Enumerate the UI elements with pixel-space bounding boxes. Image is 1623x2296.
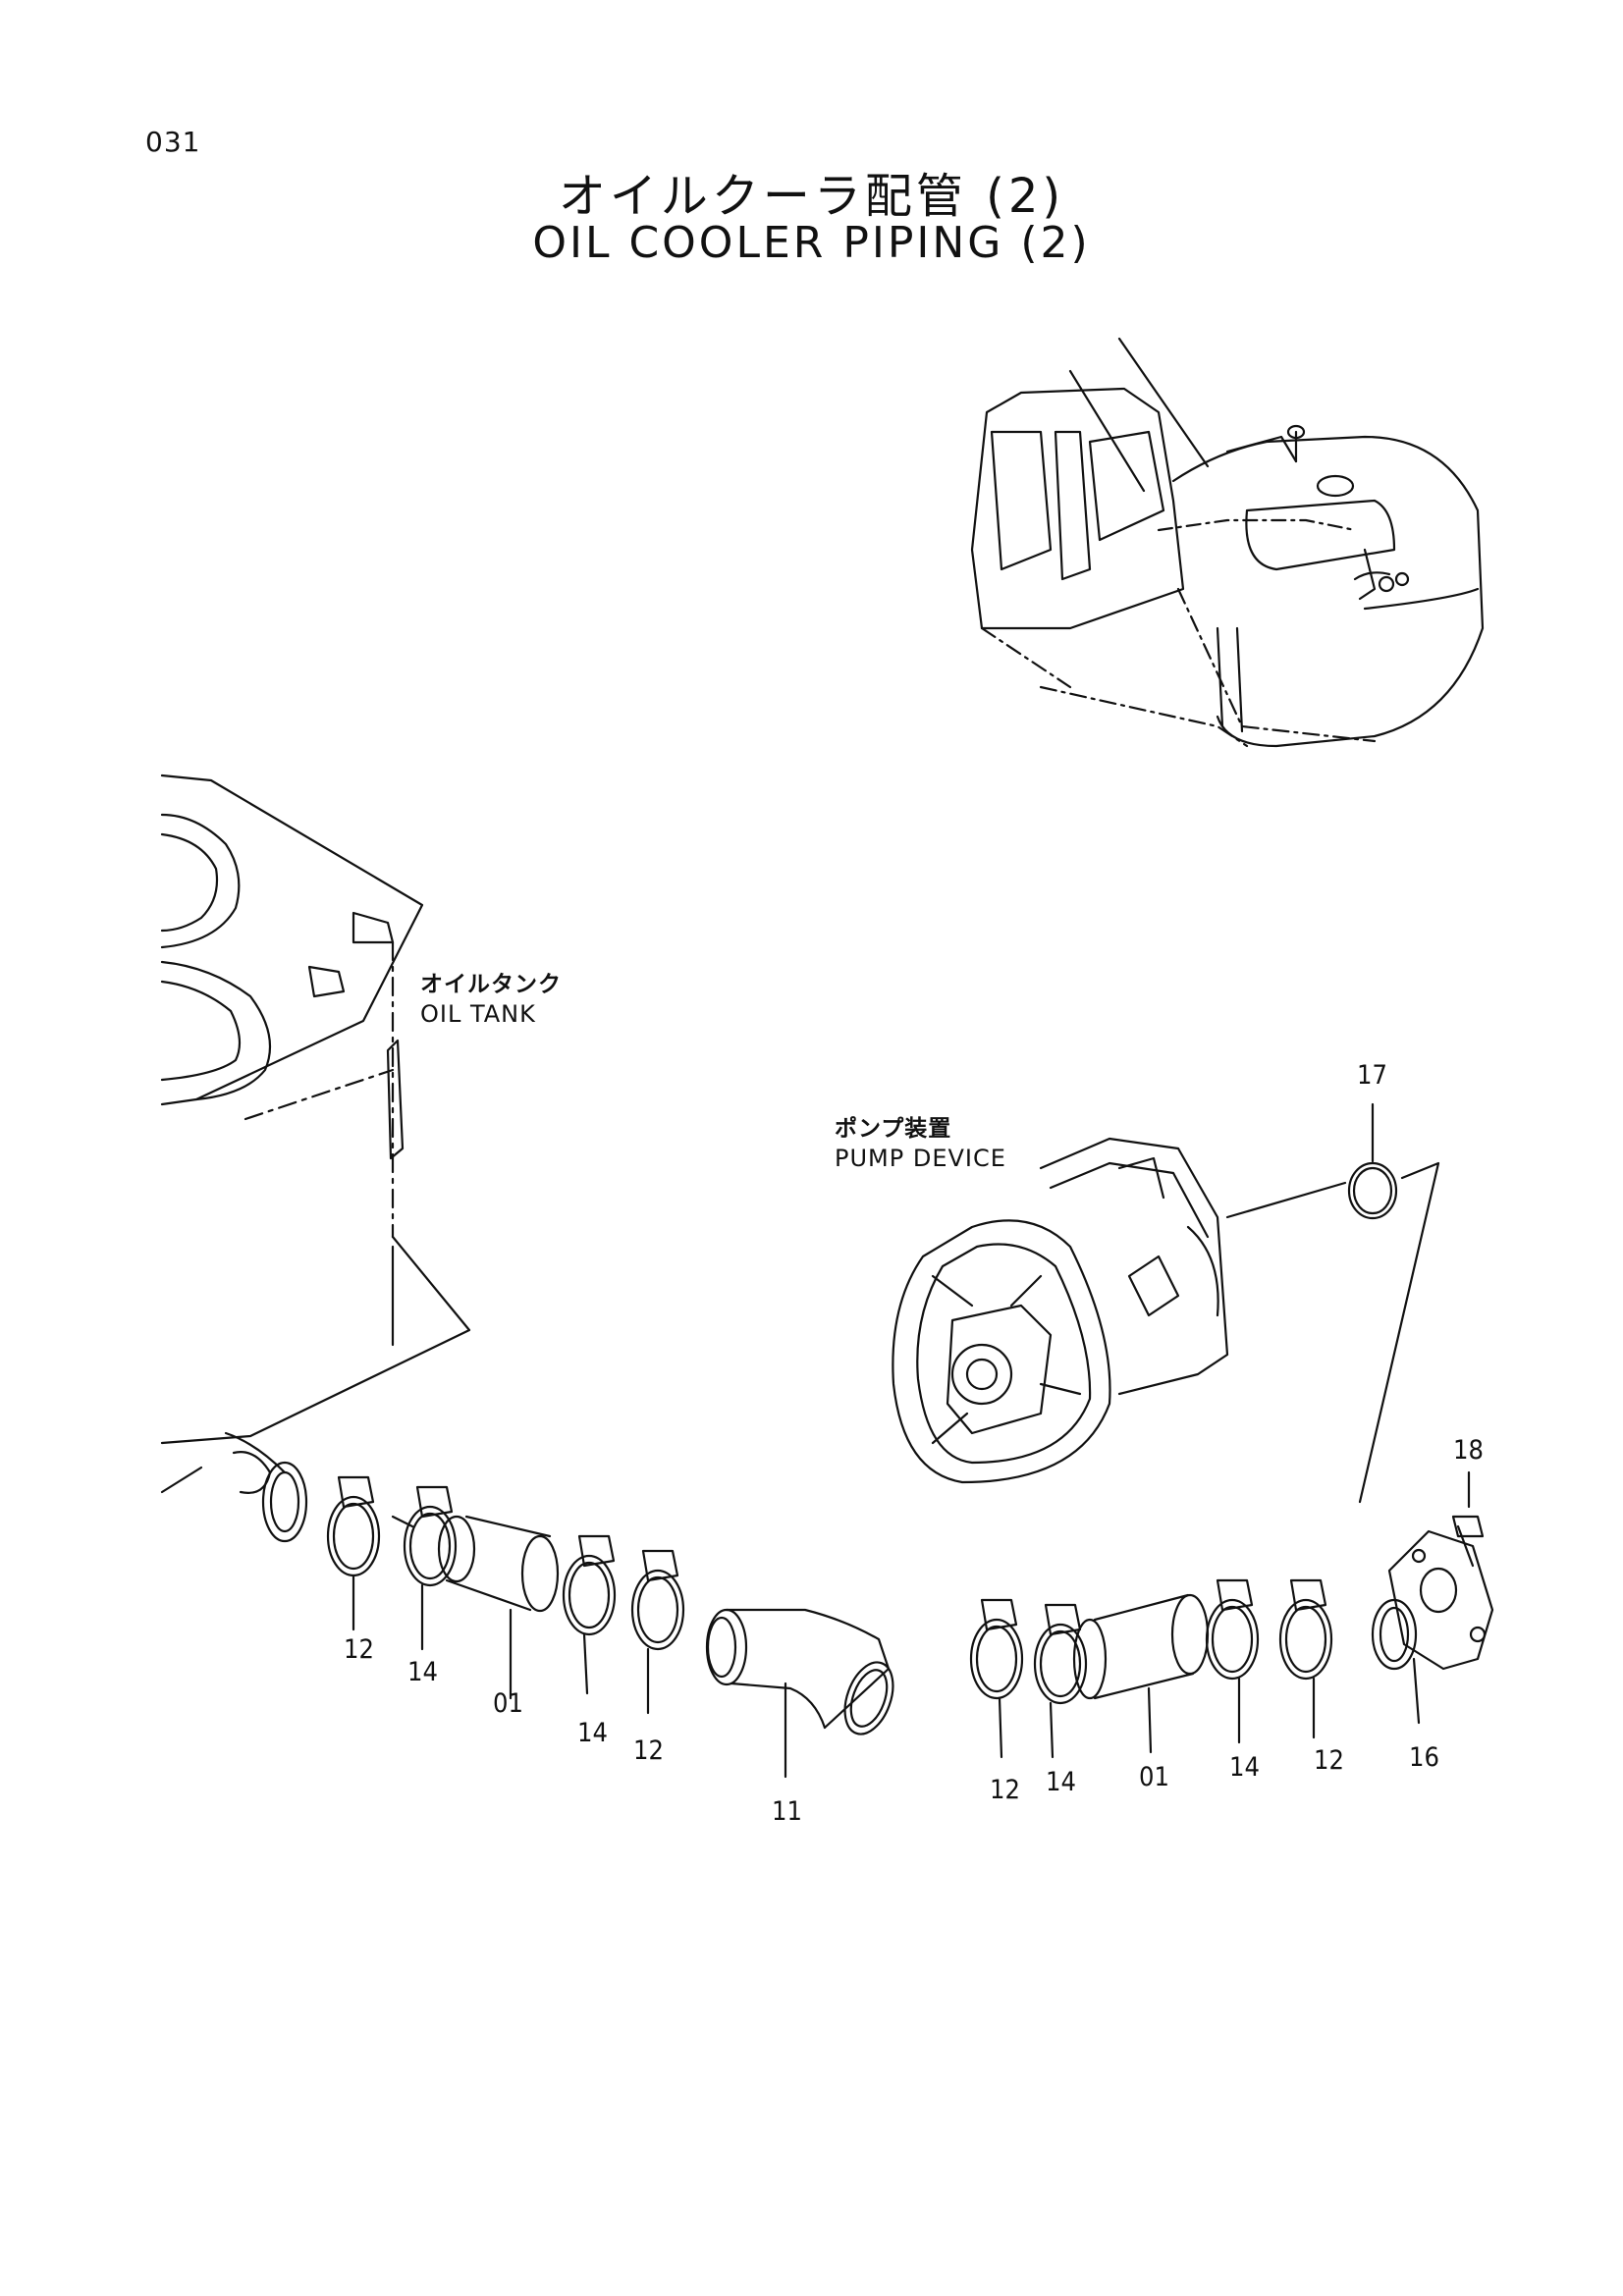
oil-tank-label-en: OIL TANK: [420, 1000, 536, 1028]
elbow-hose-11: [707, 1610, 902, 1777]
hose-01-right: [1074, 1595, 1208, 1752]
callout-17: 17: [1357, 1060, 1387, 1091]
o-ring-17: [1349, 1104, 1438, 1502]
callout-12: 12: [990, 1775, 1020, 1805]
bolt-18: [1453, 1472, 1483, 1566]
callout-16: 16: [1409, 1742, 1439, 1773]
pump-device-label: ポンプ装置 PUMP DEVICE: [835, 1114, 1006, 1173]
callout-14: 14: [1229, 1752, 1260, 1783]
callout-01: 01: [1139, 1762, 1169, 1792]
pump-device-label-jp: ポンプ装置: [835, 1116, 952, 1142]
callout-18: 18: [1453, 1435, 1484, 1466]
title-english: OIL COOLER PIPING (2): [532, 218, 1091, 268]
callout-12: 12: [633, 1735, 664, 1766]
callout-14: 14: [407, 1657, 438, 1687]
oil-tank-label: オイルタンク OIL TANK: [420, 970, 562, 1029]
pump-device: [893, 1139, 1345, 1482]
callout-14: 14: [1046, 1767, 1076, 1797]
excavator-overview: [972, 339, 1483, 746]
hose-01-left: [439, 1517, 558, 1698]
title-japanese: オイルクーラ配管 (2): [558, 169, 1065, 224]
pump-device-label-en: PUMP DEVICE: [835, 1145, 1006, 1172]
oil-tank: [162, 775, 469, 1541]
page-number: 031: [145, 126, 201, 158]
callout-01: 01: [493, 1688, 523, 1719]
callout-12: 12: [1314, 1745, 1344, 1776]
callout-14: 14: [577, 1718, 608, 1748]
callout-12: 12: [344, 1634, 374, 1665]
flange-elbow-16: [1373, 1531, 1492, 1723]
oil-tank-label-jp: オイルタンク: [420, 972, 562, 997]
callout-11: 11: [772, 1796, 802, 1827]
